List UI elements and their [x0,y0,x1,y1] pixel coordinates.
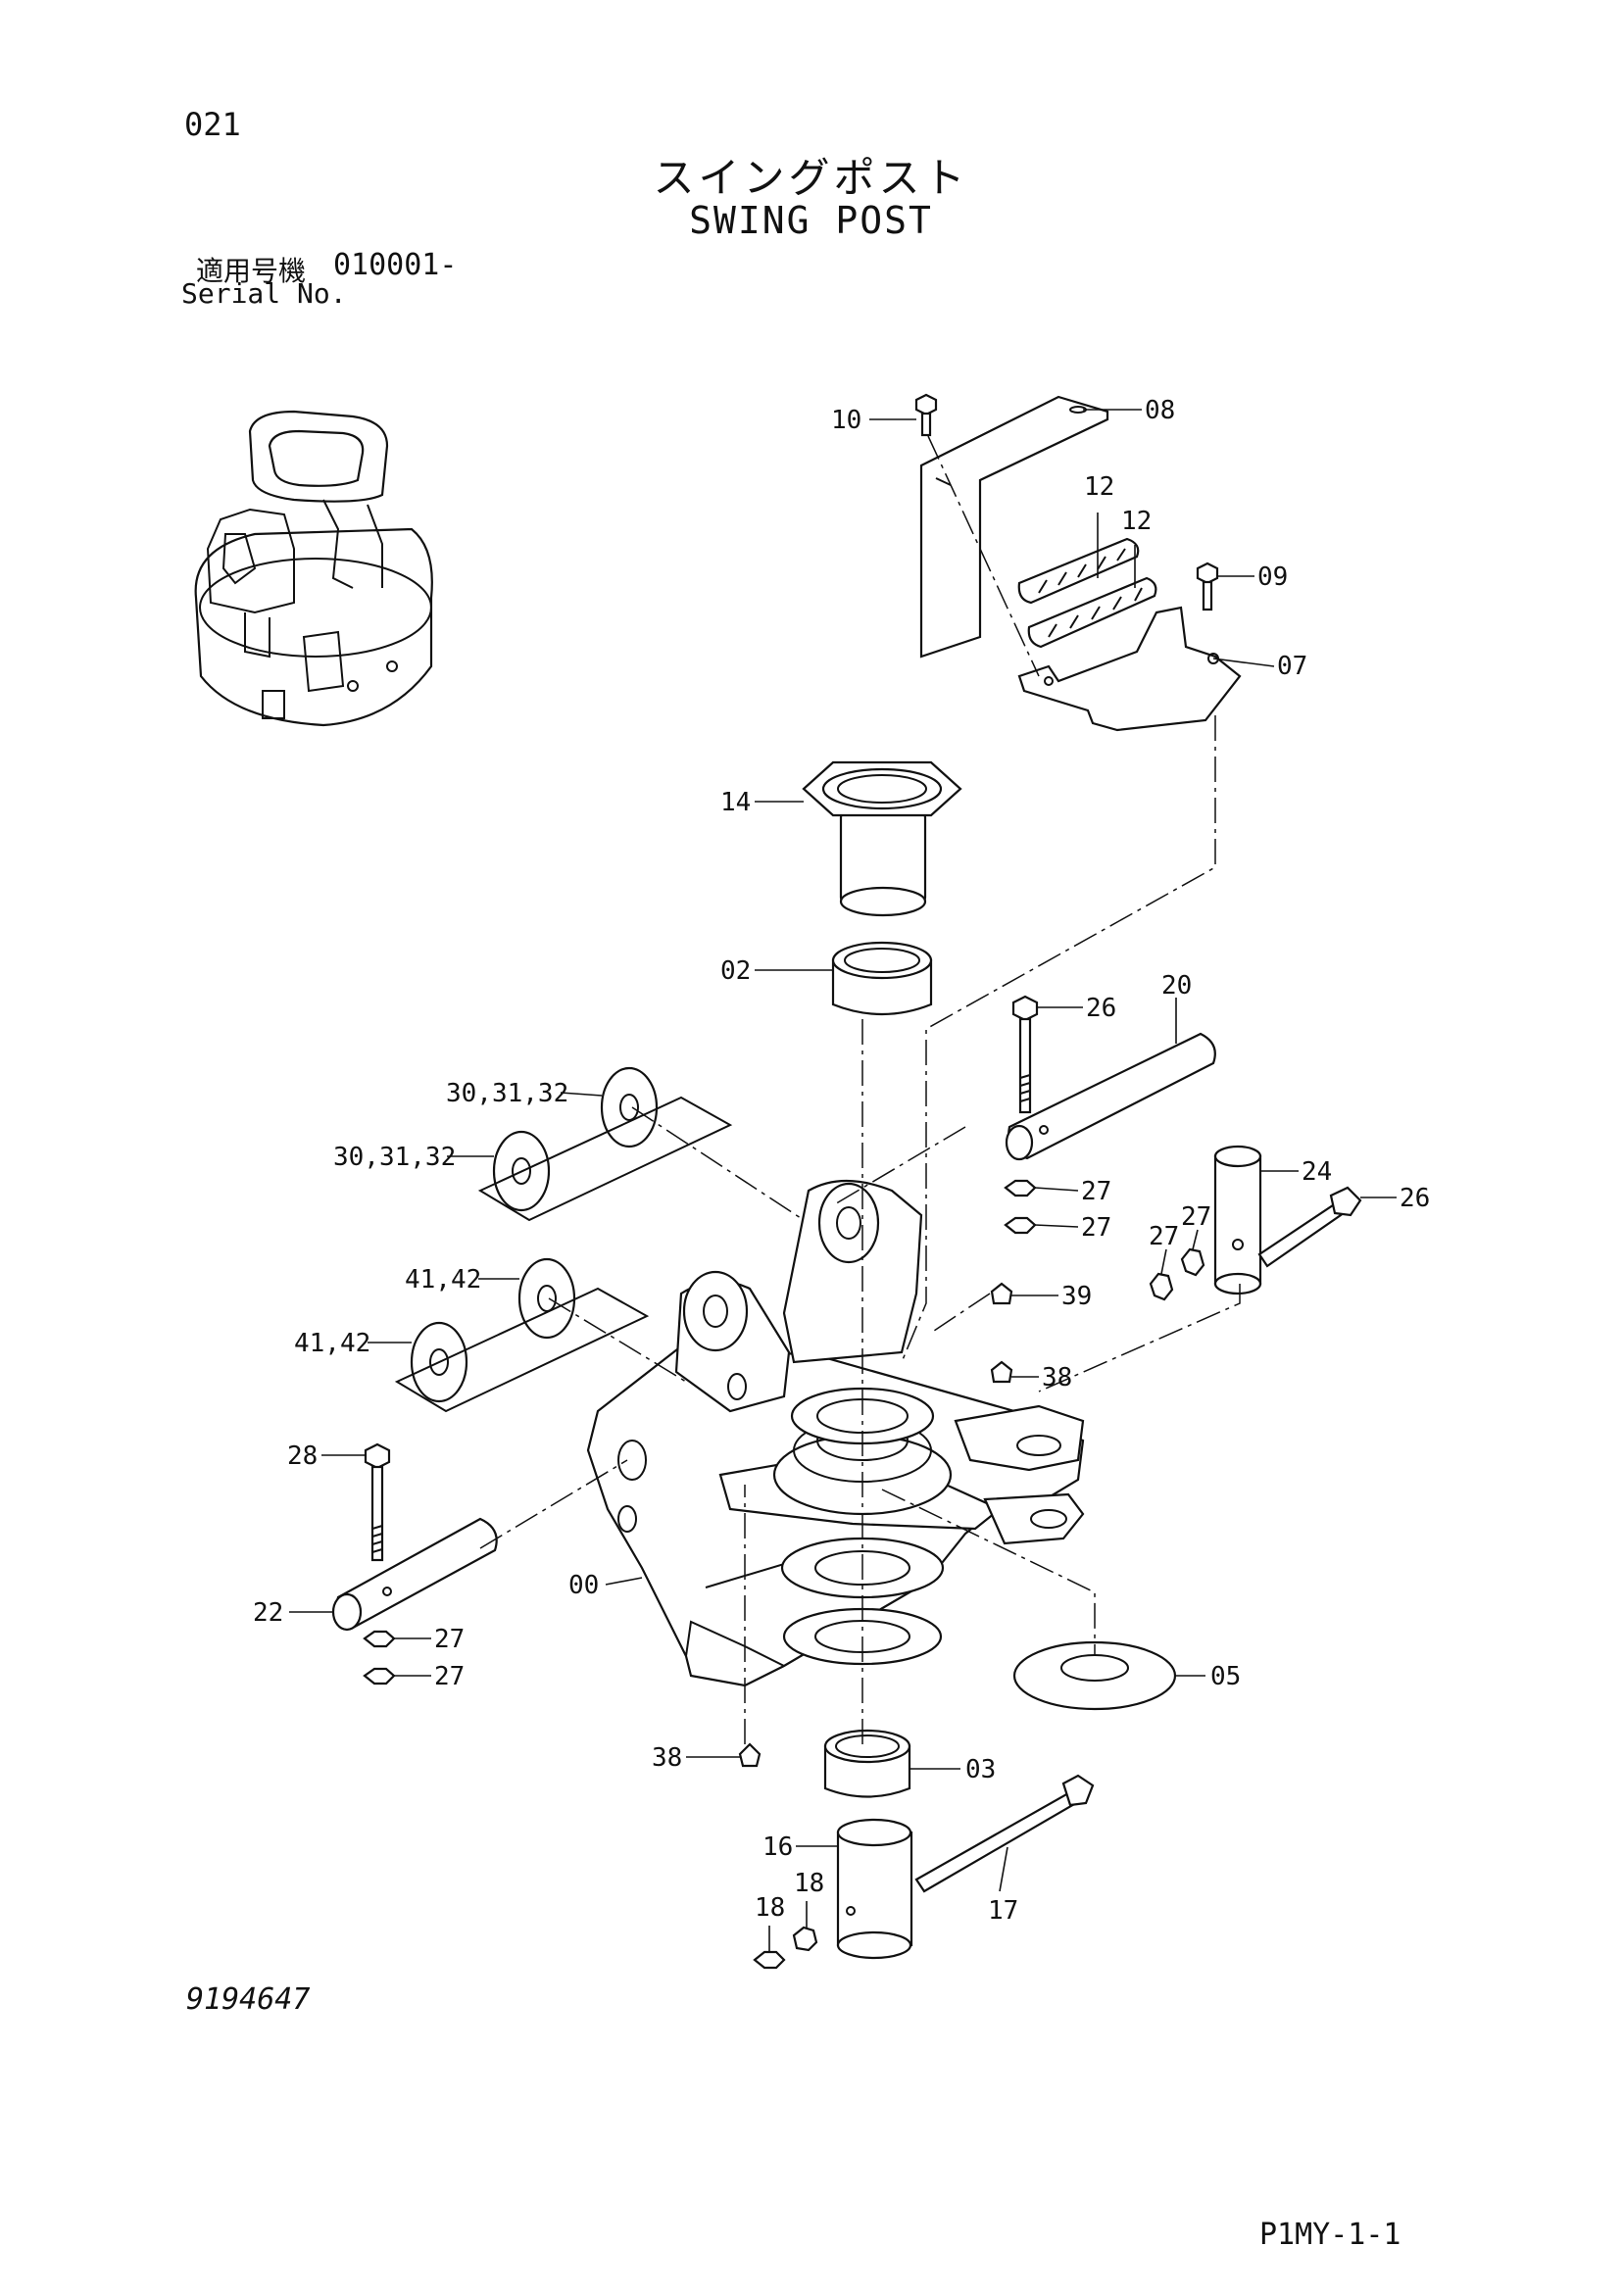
part-07-bracket [1017,606,1242,732]
part-16-sleeve [836,1818,913,1960]
serial-number-value: 010001- [333,248,458,282]
callout-label: 30,31,32 [446,1079,568,1108]
drawing-number: 9194647 [186,1982,311,2017]
part-08-cover-plate [919,395,1109,659]
callout-label: 22 [253,1598,283,1628]
callout-label: 10 [831,406,861,435]
part-02-bushing [831,941,933,1016]
page-number: 021 [184,106,241,143]
part-38-grease-fitting-upper [990,1360,1013,1384]
callout-label: 16 [762,1832,793,1862]
part-18-nuts [753,1926,818,1970]
part-12-grommet-upper [1017,537,1140,605]
assembly-centerlines [479,435,1241,1744]
callout-labels: 10 08 12 12 09 07 14 02 26 20 30,31,32 3… [253,396,1430,1926]
serial-label-english: Serial No. [181,277,347,310]
part-14-flanged-pin [802,760,962,917]
serial-label-japanese: 適用号機 [196,255,307,287]
part-03-bushing [823,1729,911,1798]
callout-label: 07 [1277,652,1307,681]
part-30-31-32-washers [477,1066,733,1222]
callout-label: 00 [568,1571,599,1600]
part-27-nuts-left [363,1630,396,1685]
part-09-bolt [1196,562,1219,611]
part-17-long-bolt [914,1774,1095,1893]
callout-label: 14 [720,788,751,817]
sheet-identifier: P1MY-1-1 [1259,2218,1401,2252]
callout-label: 24 [1302,1157,1332,1187]
callout-label: 20 [1161,971,1192,1001]
title-english: SWING POST [689,199,933,242]
part-27-nuts-right [1004,1179,1205,1301]
part-26-bolt-right [1257,1186,1362,1268]
callout-label: 27 [1081,1213,1111,1243]
callout-label: 17 [988,1896,1018,1926]
callout-label: 28 [287,1441,318,1471]
part-26-bolt-upper [1011,995,1039,1114]
callout-label: 41,42 [405,1265,481,1295]
callout-label: 38 [1042,1363,1072,1392]
callout-label: 12 [1084,472,1114,502]
part-28-bolt [364,1442,391,1562]
part-22-pin [331,1517,498,1632]
part-24-pin [1213,1145,1262,1295]
part-38-grease-fitting-lower [738,1742,762,1768]
part-00-swing-post [586,1179,1085,1687]
title-japanese: スイングポスト [653,154,969,202]
callout-label: 27 [434,1662,465,1691]
part-10-bolt [914,393,938,437]
part-12-grommet-lower [1027,576,1157,649]
callout-label: 41,42 [294,1329,370,1358]
callout-label: 12 [1121,507,1152,536]
callout-label: 05 [1210,1662,1241,1691]
machine-overview-illustration [194,410,433,727]
callout-label: 30,31,32 [333,1143,456,1172]
callout-label: 18 [755,1893,785,1923]
callout-label: 03 [965,1755,996,1784]
callout-label: 09 [1257,562,1288,592]
part-39-grease-fitting [990,1282,1013,1305]
callout-label: 26 [1400,1184,1430,1213]
callout-label: 27 [1149,1222,1179,1251]
callout-label: 27 [434,1625,465,1654]
callout-label: 02 [720,956,751,986]
callout-label: 39 [1061,1282,1092,1311]
callout-label: 38 [652,1743,682,1773]
callout-label: 26 [1086,994,1116,1023]
part-41-42-washers [394,1257,650,1413]
part-20-pin [1005,1032,1216,1161]
callout-label: 08 [1145,396,1175,425]
callout-leaders [289,409,1397,1952]
callout-label: 27 [1181,1202,1211,1232]
callout-label: 18 [794,1869,824,1898]
callout-label: 27 [1081,1177,1111,1206]
